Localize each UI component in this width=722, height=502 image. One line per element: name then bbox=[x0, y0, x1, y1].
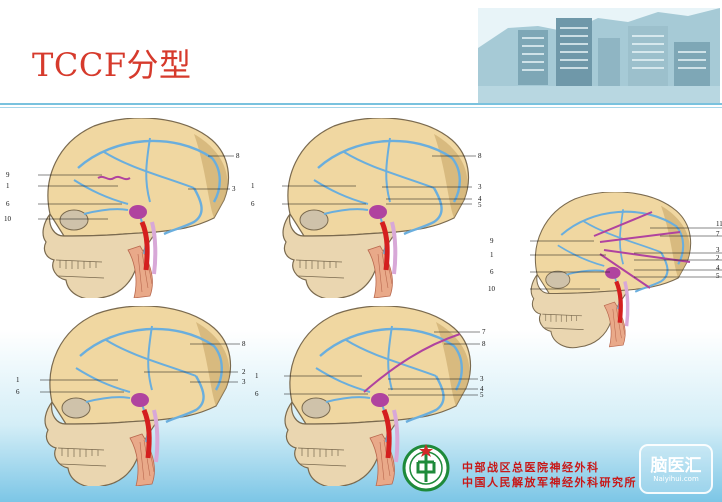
label-4: 4 bbox=[478, 195, 482, 203]
header-divider-thin bbox=[0, 107, 722, 108]
label-5: 5 bbox=[478, 201, 482, 209]
label-5: 5 bbox=[716, 272, 720, 280]
label-8: 8 bbox=[478, 152, 482, 160]
watermark-text: 脑医汇 bbox=[650, 456, 702, 476]
label-6: 6 bbox=[255, 390, 259, 398]
label-2: 2 bbox=[242, 368, 246, 376]
skull-diagram-3: 9 1 6 10 11 7 3 2 4 5 bbox=[488, 192, 722, 352]
skull-illustration-1 bbox=[38, 118, 234, 298]
label-1: 1 bbox=[6, 182, 10, 190]
skull-diagram-4: 1 6 8 2 3 bbox=[16, 306, 260, 486]
skull-illustration-2 bbox=[282, 118, 476, 298]
label-9: 9 bbox=[490, 237, 494, 245]
label-8: 8 bbox=[482, 340, 486, 348]
skull-diagram-5: 1 6 7 8 3 4 5 bbox=[255, 306, 504, 486]
label-3: 3 bbox=[478, 183, 482, 191]
label-10: 10 bbox=[4, 215, 11, 223]
label-1: 1 bbox=[490, 251, 494, 259]
organization-name-line-2: 中国人民解放军神经外科研究所 bbox=[462, 476, 637, 489]
label-8: 8 bbox=[242, 340, 246, 348]
organization-name-line-1: 中部战区总医院神经外科 bbox=[462, 461, 600, 474]
label-11: 11 bbox=[716, 220, 722, 228]
label-6: 6 bbox=[16, 388, 20, 396]
skull-diagram-1: 9 1 6 10 8 3 bbox=[4, 118, 258, 298]
label-5: 5 bbox=[480, 391, 484, 399]
label-8: 8 bbox=[236, 152, 240, 160]
watermark-logo: 脑医汇 Naiyihui.com bbox=[639, 444, 713, 494]
label-3: 3 bbox=[716, 246, 720, 254]
label-1: 1 bbox=[16, 376, 20, 384]
hospital-buildings-photo bbox=[478, 8, 720, 103]
label-6: 6 bbox=[251, 200, 255, 208]
watermark-url: Naiyihui.com bbox=[653, 475, 699, 483]
skull-illustration-3 bbox=[530, 192, 722, 352]
label-7: 7 bbox=[482, 328, 486, 336]
label-2: 2 bbox=[716, 254, 720, 262]
skull-illustration-4 bbox=[40, 306, 240, 486]
label-6: 6 bbox=[490, 268, 494, 276]
label-3: 3 bbox=[480, 375, 484, 383]
slide-title: TCCF分型 bbox=[32, 46, 192, 84]
skull-diagram-2: 1 6 8 3 4 5 bbox=[251, 118, 502, 298]
label-3: 3 bbox=[242, 378, 246, 386]
label-1: 1 bbox=[251, 182, 255, 190]
label-4: 4 bbox=[716, 264, 720, 272]
label-7: 7 bbox=[716, 230, 720, 238]
header-divider bbox=[0, 103, 722, 105]
skull-illustration-5 bbox=[284, 306, 480, 486]
label-4: 4 bbox=[480, 385, 484, 393]
label-3: 3 bbox=[232, 185, 236, 193]
label-10: 10 bbox=[488, 285, 495, 293]
label-9: 9 bbox=[6, 171, 10, 179]
label-6: 6 bbox=[6, 200, 10, 208]
hospital-emblem-icon bbox=[402, 444, 450, 492]
label-1: 1 bbox=[255, 372, 259, 380]
